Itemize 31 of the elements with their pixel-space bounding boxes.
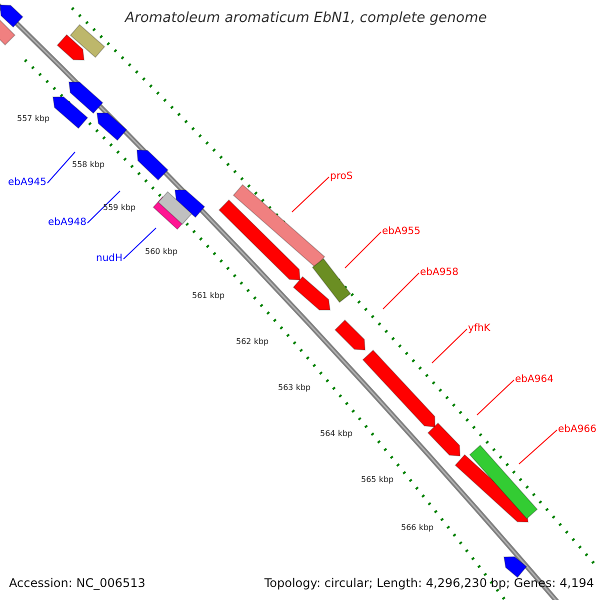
position-label: 565 kbp — [361, 476, 394, 484]
position-label: 559 kbp — [103, 204, 136, 212]
position-label: 566 kbp — [401, 524, 434, 532]
gene-label: proS — [330, 172, 353, 182]
position-label: 562 kbp — [236, 338, 269, 346]
position-label: 560 kbp — [145, 248, 178, 256]
position-label: 561 kbp — [192, 292, 225, 300]
position-label: 563 kbp — [278, 384, 311, 392]
gene-label: ebA966 — [558, 425, 596, 435]
leader-line — [86, 190, 120, 224]
leader-line — [518, 430, 558, 464]
leader-line — [123, 228, 156, 260]
leader-line — [344, 232, 382, 268]
leader-line — [382, 272, 420, 310]
leader-line — [432, 328, 468, 364]
position-label: 558 kbp — [72, 161, 105, 169]
gene-label: ebA964 — [515, 375, 554, 385]
leader-line — [476, 380, 514, 416]
gene-label: ebA955 — [382, 227, 420, 237]
gene-label: ebA958 — [420, 268, 458, 278]
title: Aromatoleum aromaticum EbN1, complete genome — [125, 11, 487, 25]
leader-line — [46, 152, 76, 184]
gene-label: ebA945 — [8, 178, 46, 188]
position-label: 557 kbp — [17, 115, 50, 123]
accession-text: Accession: NC_006513 — [9, 577, 146, 589]
gene-label: ebA948 — [48, 218, 86, 228]
gene-label: yfhK — [468, 324, 490, 334]
position-label: 564 kbp — [320, 430, 353, 438]
gene-label: nudH — [96, 254, 123, 264]
leader-line — [292, 176, 330, 212]
genome-summary-text: Topology: circular; Length: 4,296,230 bp; Genes: 4,194 — [264, 577, 594, 589]
